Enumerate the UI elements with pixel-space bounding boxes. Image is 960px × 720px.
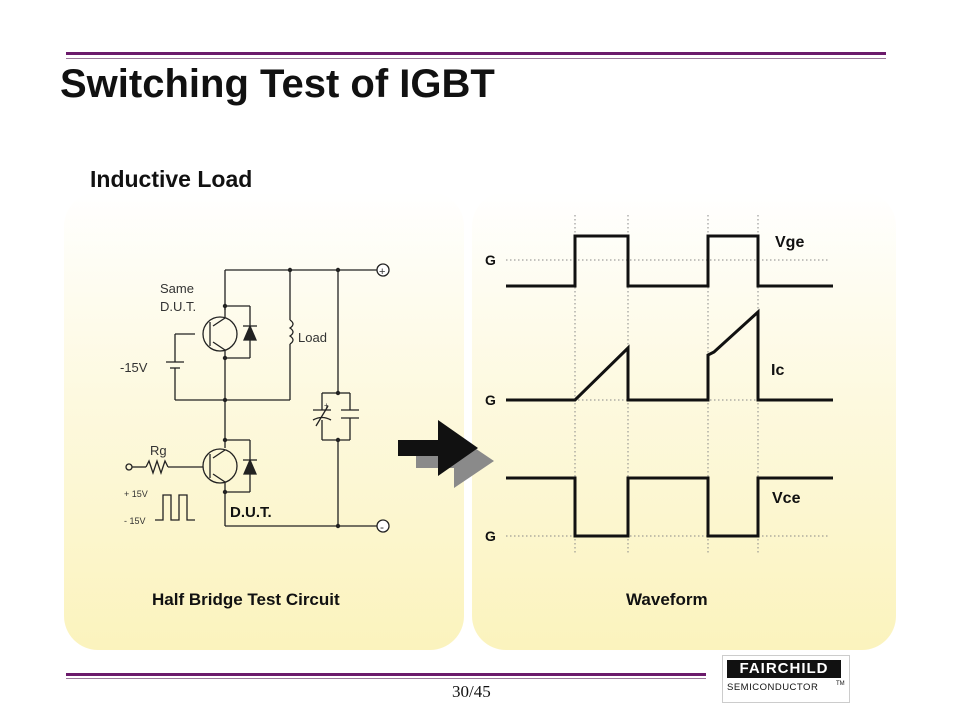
- hs-diode-symbol: [243, 324, 257, 341]
- node-dot: [335, 437, 341, 443]
- gate-input-terminal: [125, 463, 133, 471]
- vge-trace: [506, 234, 833, 288]
- node-dot: [222, 303, 228, 309]
- minus-terminal-label: -: [380, 520, 384, 534]
- cap-variable-arrow: [315, 405, 329, 427]
- bottom-rule: [66, 673, 706, 676]
- node-dot: [335, 267, 341, 273]
- neg-bias-label: -15V: [120, 360, 148, 375]
- cap-plus-label: +: [324, 401, 329, 410]
- cap-left-plate-2: [312, 416, 332, 421]
- slide-title: Switching Test of IGBT: [60, 62, 495, 106]
- circuit-caption: Half Bridge Test Circuit: [152, 590, 340, 609]
- rg-label: Rg: [150, 443, 167, 458]
- vce-label: Vce: [772, 490, 801, 507]
- slide-subtitle: Inductive Load: [90, 166, 253, 192]
- low-side-igbt-body: [202, 448, 238, 484]
- node-dot: [222, 489, 228, 495]
- ic-ground-label: G: [485, 392, 496, 408]
- ic-label: Ic: [771, 362, 784, 379]
- vge-ground-label: G: [485, 252, 496, 268]
- vge-label: Vge: [775, 234, 804, 251]
- load-label: Load: [298, 330, 327, 345]
- minus-terminal: [376, 519, 390, 533]
- bottom-rule-thin: [66, 678, 706, 679]
- gate-pulse-waveform: [155, 494, 195, 521]
- circuit-panel: [64, 192, 464, 650]
- dut-label: D.U.T.: [230, 504, 272, 521]
- page-number: 30/45: [452, 682, 491, 701]
- high-side-igbt-collector: [212, 317, 226, 327]
- node-dot: [222, 437, 228, 443]
- pos-pulse-label: + 15V: [124, 489, 148, 499]
- fairchild-logo: FAIRCHILD SEMICONDUCTOR TM: [722, 655, 850, 703]
- low-side-igbt-collector: [212, 449, 226, 459]
- waveform-traces: [506, 234, 833, 538]
- top-rule-thin: [66, 58, 886, 59]
- node-dot: [222, 355, 228, 361]
- waveform-caption: Waveform: [626, 590, 708, 609]
- logo-sub-text: SEMICONDUCTOR: [727, 682, 819, 693]
- node-dot: [335, 523, 341, 529]
- ls-diode-symbol: [243, 458, 257, 475]
- same-dut-label-1: Same: [160, 281, 194, 296]
- load-inductor: [288, 319, 294, 345]
- high-side-igbt-emitter: [212, 341, 226, 351]
- transition-arrow-icon: [398, 420, 494, 488]
- ic-trace: [506, 308, 833, 402]
- same-dut-label-2: D.U.T.: [160, 299, 196, 314]
- top-rule: [66, 52, 886, 55]
- plus-terminal: [376, 263, 390, 277]
- logo-tm-text: TM: [836, 681, 845, 687]
- vce-ground-label: G: [485, 528, 496, 544]
- waveform-panel: [472, 192, 896, 650]
- node-dot: [335, 390, 341, 396]
- high-side-igbt-body: [202, 316, 238, 352]
- neg-pulse-label: - 15V: [124, 516, 146, 526]
- circuit-diagram: [125, 263, 390, 533]
- node-dot: [287, 267, 293, 273]
- low-side-igbt-emitter: [212, 473, 226, 483]
- circuit-nodes: [222, 267, 341, 529]
- logo-brand-text: FAIRCHILD: [727, 660, 841, 678]
- vce-trace: [506, 476, 833, 538]
- node-dot: [222, 397, 228, 403]
- plus-terminal-label: +: [379, 266, 385, 278]
- gate-resistor: [145, 458, 169, 476]
